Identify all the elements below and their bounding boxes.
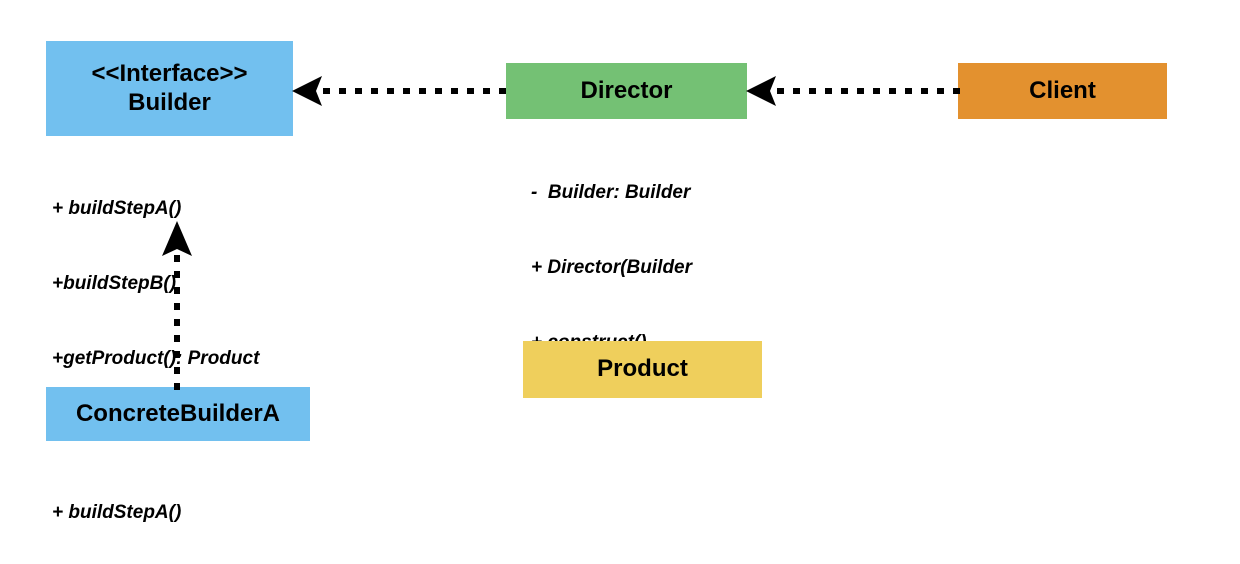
- class-header-director: Director: [506, 63, 747, 119]
- member-item: +getProduct(): Product: [52, 348, 260, 369]
- class-members-builder: + buildStepA() +buildStepB() +getProduct…: [52, 146, 322, 421]
- edge-concretebuildera-realizes-builder: [152, 218, 202, 390]
- class-node-builder[interactable]: <<Interface>> Builder: [46, 41, 293, 136]
- class-node-client[interactable]: Client: [958, 63, 1167, 119]
- class-title-product: Product: [597, 355, 688, 383]
- member-item: + buildStepA(): [52, 198, 182, 219]
- class-header-product: Product: [523, 341, 762, 398]
- edge-client-uses-director: [744, 70, 964, 120]
- class-title-builder: Builder: [128, 88, 211, 116]
- arrowhead-open-v-icon: [292, 76, 322, 106]
- member-item: - Builder: Builder: [531, 182, 691, 203]
- member-item: +buildStepB(): [52, 273, 177, 294]
- class-node-director[interactable]: Director: [506, 63, 747, 119]
- class-members-concretebuildera: + buildStepA() +buildStepB() +getProduct…: [52, 450, 322, 564]
- class-title-director: Director: [580, 76, 673, 104]
- arrowhead-open-v-icon: [746, 76, 776, 106]
- class-node-concretebuildera[interactable]: ConcreteBuilderA: [46, 387, 310, 441]
- member-item: + Director(Builder: [531, 257, 693, 278]
- class-title-client: Client: [1029, 76, 1096, 104]
- class-node-product[interactable]: Product: [523, 341, 762, 398]
- class-header-builder: <<Interface>> Builder: [46, 41, 293, 136]
- class-header-client: Client: [958, 63, 1167, 119]
- member-item: + buildStepA(): [52, 502, 182, 523]
- class-header-concretebuildera: ConcreteBuilderA: [46, 387, 310, 441]
- class-stereotype-builder: <<Interface>>: [91, 60, 248, 88]
- arrowhead-closed-triangle-icon: [162, 221, 192, 256]
- class-title-concretebuildera: ConcreteBuilderA: [75, 399, 281, 427]
- edge-director-uses-builder: [290, 70, 510, 120]
